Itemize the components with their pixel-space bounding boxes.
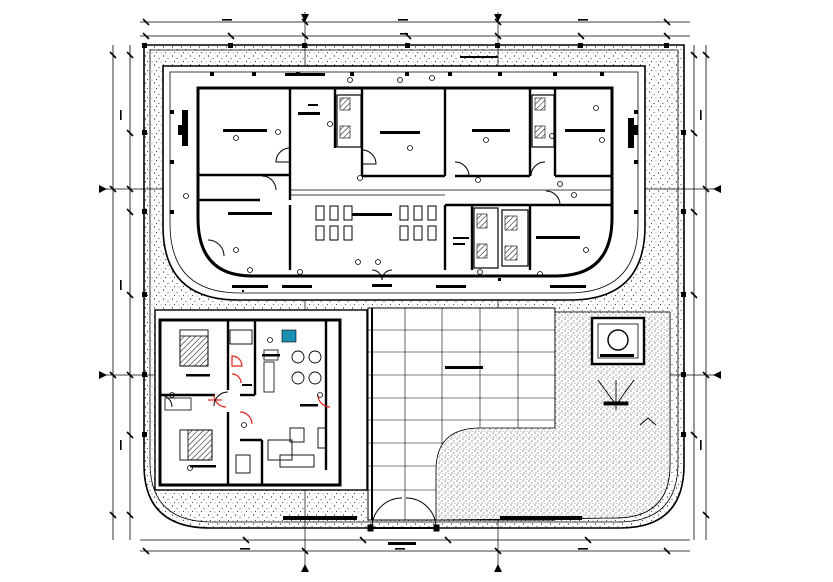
house-door-swings xyxy=(159,391,229,408)
bathroom-blocks xyxy=(336,94,555,269)
fixture-markers xyxy=(183,75,605,277)
house-label-marks xyxy=(186,354,318,468)
site-inner-boundary xyxy=(149,49,679,523)
dimension-text-marks xyxy=(120,19,702,550)
house-fixture-markers xyxy=(169,337,323,471)
entrance-label-marks xyxy=(283,516,582,545)
dimension-ticks xyxy=(109,18,710,555)
entrance-gate xyxy=(367,497,440,532)
interior-walls xyxy=(198,88,612,270)
door-swings-main xyxy=(207,147,561,281)
boundary-posts xyxy=(142,43,686,437)
exterior-label-marks xyxy=(232,278,586,292)
garden-fountain-symbol xyxy=(597,379,657,426)
grid-axis-markers xyxy=(99,14,721,572)
room-label-marks xyxy=(223,104,605,245)
main-building-walkway xyxy=(169,71,639,294)
house-furniture xyxy=(164,329,327,474)
classroom-desks xyxy=(315,205,437,241)
corridor-lines xyxy=(290,189,612,196)
end-wall-blocks xyxy=(178,110,638,148)
building-title-mark xyxy=(285,56,498,76)
water-tank xyxy=(590,316,646,366)
house-fixture-highlight xyxy=(281,329,297,343)
